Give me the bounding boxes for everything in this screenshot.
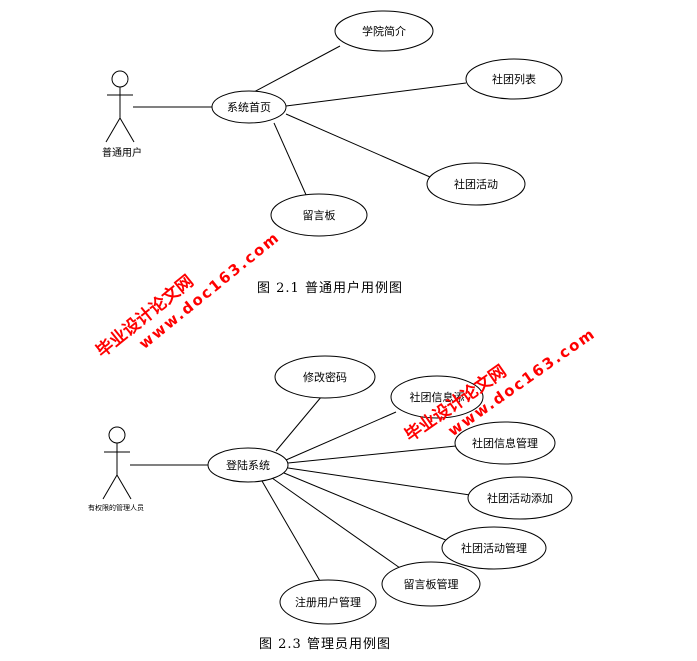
edge-user-manage: [261, 480, 321, 582]
actor-figure-2: [102, 426, 132, 500]
use-case-info-manage-label: 社团信息管理: [472, 436, 538, 450]
edge-list: [285, 82, 467, 107]
edge-info-manage: [287, 445, 457, 464]
actor-figure: [105, 70, 135, 143]
edge-activity-add: [287, 467, 471, 496]
use-case-board: [270, 193, 368, 237]
use-case-list-label: 社团列表: [492, 72, 536, 86]
use-case-login: [207, 447, 289, 483]
edge-activity-manage: [283, 472, 449, 542]
use-case-activity: [426, 162, 526, 206]
edge-password: [275, 395, 323, 452]
use-case-activity-add: [467, 476, 573, 520]
use-case-password: [274, 355, 376, 399]
diagram-1: 普通用户 系统首页 学院简介 社团列表 社团活动 留言板 图 2.1 普通用户用…: [102, 10, 563, 296]
use-case-home-label: 系统首页: [227, 100, 271, 114]
edge-intro: [251, 45, 341, 94]
use-case-board-manage: [381, 561, 481, 607]
caption-2: 图 2.3 管理员用例图: [259, 637, 391, 652]
use-case-board-label: 留言板: [303, 208, 336, 222]
diagram-2: 有权限的管理人员 登陆系统 修改密码 社团信息添 社团信息管理 社团活动添加 社…: [88, 355, 573, 652]
use-case-activity-manage: [441, 526, 547, 570]
caption-1: 图 2.1 普通用户用例图: [257, 280, 403, 296]
use-case-user-manage: [279, 579, 377, 625]
use-case-home: [211, 90, 287, 124]
actor-head-2: [108, 426, 126, 444]
use-case-intro-label: 学院简介: [362, 24, 406, 38]
use-case-user-manage-label: 注册用户管理: [295, 595, 361, 609]
use-case-activity-add-label: 社团活动添加: [487, 491, 553, 505]
edge-board-manage: [271, 477, 401, 569]
edge-activity: [285, 113, 431, 178]
actor-head: [111, 70, 129, 88]
actor-label: 普通用户: [102, 146, 142, 159]
edge-board: [273, 122, 308, 198]
actor-label-2: 有权限的管理人员: [88, 503, 144, 512]
use-case-list: [465, 58, 563, 100]
use-case-activity-label: 社团活动: [454, 177, 498, 191]
use-case-info-add-label: 社团信息添: [410, 390, 465, 404]
use-case-activity-manage-label: 社团活动管理: [461, 541, 527, 555]
use-case-intro: [334, 10, 434, 52]
watermark-1: 毕业设计论文网 www.doc163.com: [92, 228, 284, 362]
use-case-login-label: 登陆系统: [226, 458, 270, 472]
use-case-board-manage-label: 留言板管理: [404, 577, 459, 591]
use-case-info-manage: [454, 421, 556, 465]
use-case-password-label: 修改密码: [303, 370, 347, 384]
use-case-info-add: [390, 375, 484, 419]
edge-info-add: [285, 411, 397, 461]
